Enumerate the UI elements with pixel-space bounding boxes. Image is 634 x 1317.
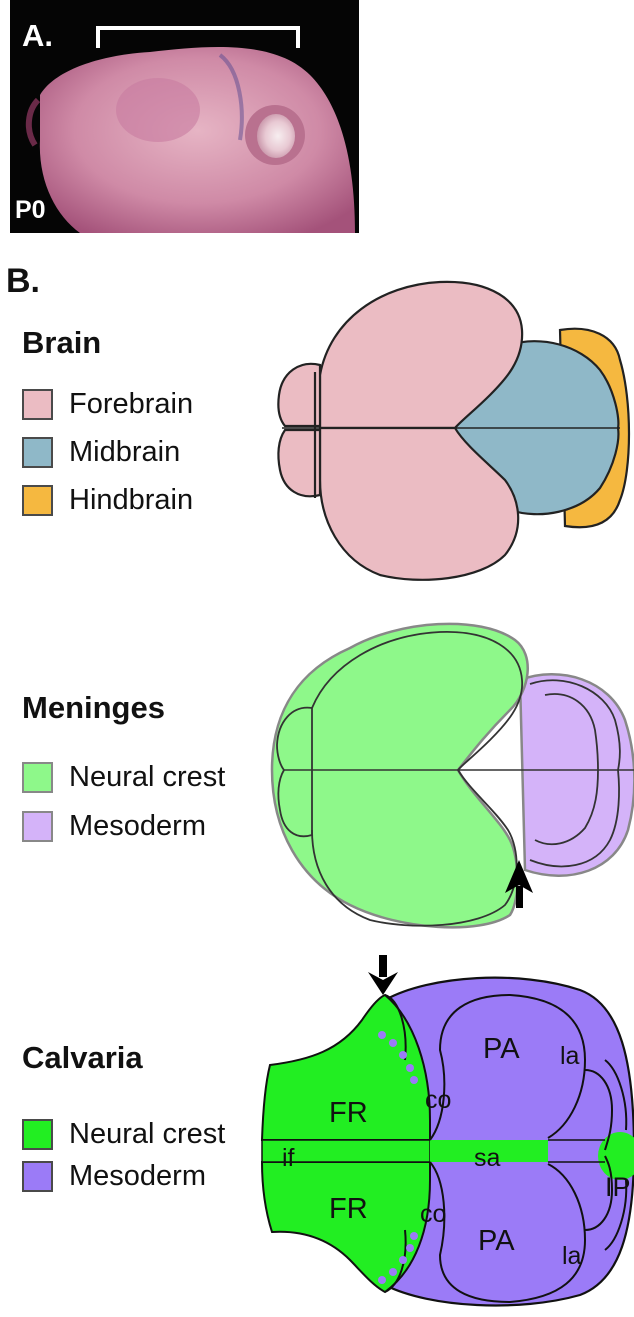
neural-crest-meninges (272, 624, 528, 928)
suture-label-la-top: la (560, 1042, 580, 1070)
suture-label-if: if (282, 1144, 295, 1172)
brain-schematic (278, 282, 629, 580)
suture-label-sa: sa (474, 1144, 501, 1172)
olfactory-bulb-lower (278, 430, 320, 496)
bone-label-ip: IP (605, 1172, 631, 1202)
suture-label-la-bottom: la (562, 1242, 582, 1270)
suture-label-co-top: co (425, 1086, 451, 1114)
meninges-schematic (272, 624, 634, 928)
suture-label-co-bottom: co (420, 1200, 446, 1228)
arrow-down-icon (368, 955, 398, 995)
mesoderm-meninges (520, 674, 634, 875)
bone-label-fr-top: FR (329, 1097, 368, 1129)
bone-label-fr-bottom: FR (329, 1193, 368, 1225)
bone-label-pa-top: PA (483, 1033, 520, 1065)
bone-label-pa-bottom: PA (478, 1225, 515, 1257)
olfactory-bulb-upper (278, 364, 320, 426)
frontal-bone-lower (262, 1162, 430, 1292)
